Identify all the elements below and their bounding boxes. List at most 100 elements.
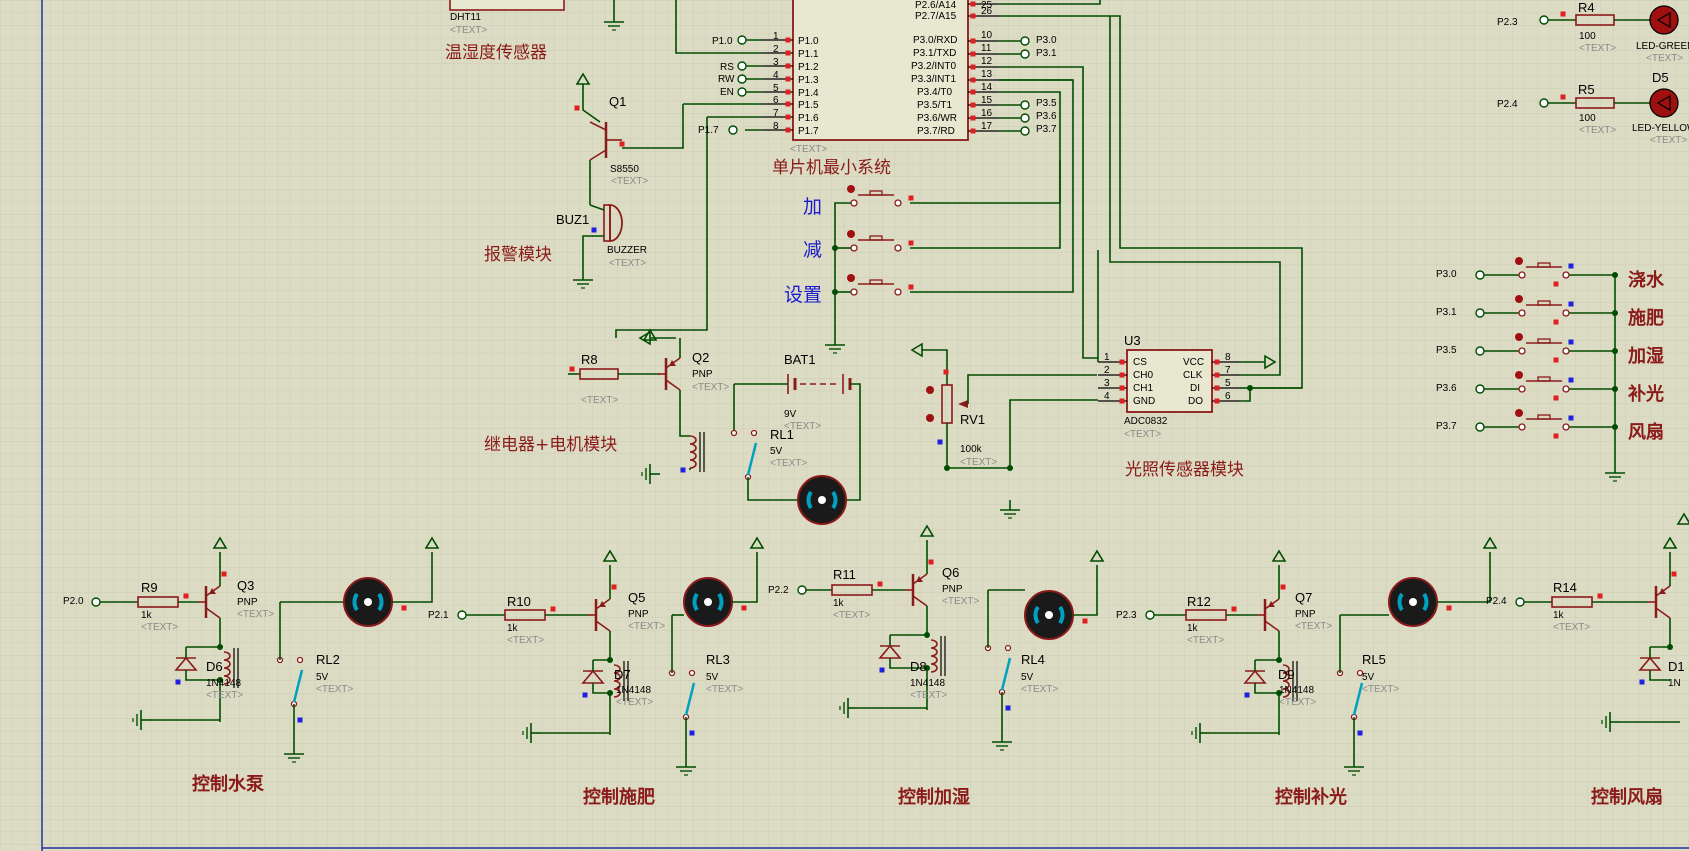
relay-coil [223,651,231,685]
q1-name: Q1 [609,94,627,109]
dht11-body [449,0,565,11]
wire [998,0,1101,5]
pin-marker [1244,692,1250,698]
rl1-val: 5V [770,446,783,457]
pin-marker [970,1,976,7]
text-placeholder: <TEXT> [616,697,654,708]
pin-marker [221,571,227,577]
pin-marker [619,141,625,147]
relay-arm [684,682,696,716]
power-arrow [1089,549,1105,562]
mcu-pin-num: 17 [981,121,993,132]
junction [832,245,838,251]
relay-coil [689,435,697,469]
pin-marker [970,13,976,19]
pin-marker [847,274,855,282]
pin-marker [1560,11,1566,17]
transistor [589,149,607,161]
text-placeholder: <TEXT> [237,609,275,620]
mcu-pin-name: P1.7 [798,126,819,137]
text-placeholder: <TEXT> [942,596,980,607]
wire [675,0,763,54]
mcu-pin-num: 15 [981,95,993,106]
adc-pin-num: 7 [1225,365,1231,376]
relay-arm [1352,682,1364,716]
text-placeholder: <TEXT> [790,144,828,155]
terminal [797,585,807,595]
junction [832,289,838,295]
channel-relay-val: 5V [1362,672,1375,683]
wire [1254,683,1279,694]
pin-marker [1515,333,1523,341]
mcu-pin-num: 7 [773,108,779,119]
channel-relay: RL2 [316,652,340,667]
control-label-fan: 控制风扇 [1591,787,1663,808]
text-placeholder: <TEXT> [1579,125,1617,136]
pin-marker [1639,679,1645,685]
pin-marker [926,386,934,394]
pin-marker [785,76,791,82]
pin-marker [926,414,934,422]
button-actuator [1537,338,1551,344]
wire [1240,387,1302,402]
wire [1009,399,1098,468]
channel-diode-type: 1N [1668,678,1681,689]
button-contact [1562,347,1570,355]
pin-marker [970,64,976,70]
pin-marker [1553,433,1559,439]
motor [1045,611,1053,619]
adc-pin-num: 4 [1104,391,1110,402]
transistor [1268,601,1275,607]
power-arrow [212,536,228,549]
channel-res: R11 [833,567,856,582]
pin-marker [970,102,976,108]
motor [1409,598,1417,606]
channel-diode-type: 1N4148 [910,678,946,689]
channel-diode: D1 [1668,659,1685,674]
transistor [205,607,221,619]
channel-q-type: PNP [628,609,649,620]
mcu-left-terminal: EN [720,87,734,98]
channel-diode-type: 1N4148 [1279,685,1315,696]
text-placeholder: <TEXT> [507,635,545,646]
led-type: LED-GREEN [1636,41,1689,52]
channel-relay-val: 5V [706,672,719,683]
adc-pin-name: CH1 [1133,383,1154,394]
pin-marker [591,227,597,233]
pin-marker [1515,371,1523,379]
pin-marker [785,63,791,69]
text-placeholder: <TEXT> [770,458,808,469]
led-res-val: 100 [1579,31,1596,42]
adc-pin-name: DO [1188,396,1203,407]
channel-diode: D8 [910,659,927,674]
pin-marker [785,50,791,56]
wire [589,204,605,211]
wire [392,552,433,603]
pin-marker [611,584,617,590]
mcu-pin-name: P2.6/A14 [915,0,957,11]
module-label-light-sensor: 光照传感器模块 [1125,460,1244,480]
terminal [91,597,101,607]
button-contact [1562,271,1570,279]
channel-port: P2.2 [768,585,789,596]
mcu-left-terminal: RW [718,74,735,85]
button-actuator [1537,262,1551,268]
pin-marker [680,467,686,473]
pin-marker [1568,301,1574,307]
button-actuator [869,279,883,285]
pin-marker [785,89,791,95]
button-contact [850,199,858,207]
terminal [737,61,747,71]
buzzer-type: BUZZER [607,245,647,256]
mcu-pin-name: P3.5/T1 [917,100,953,111]
relay-contact [688,669,696,677]
pin-marker [1357,730,1363,736]
motor [1397,592,1404,612]
transistor [599,601,606,607]
mcu-right-terminal: P3.6 [1036,111,1057,122]
terminal [1020,100,1030,110]
pin-marker [847,230,855,238]
pin-marker [970,128,976,134]
mcu-pin-name: P1.4 [798,88,819,99]
